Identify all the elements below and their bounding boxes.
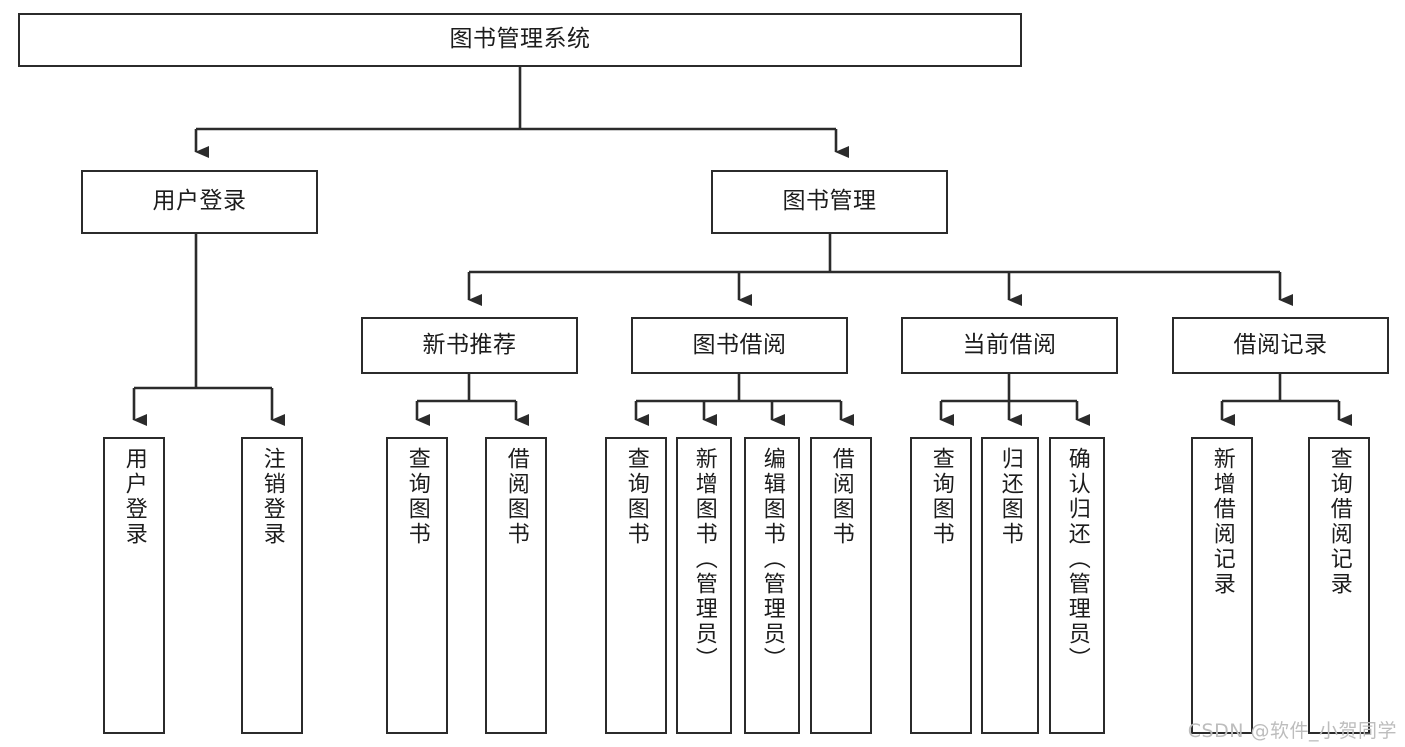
leaf-add-book-admin[interactable]: 新增图书（管理员） bbox=[676, 437, 732, 734]
leaf-borrow-book-recommend[interactable]: 借阅图书 bbox=[485, 437, 547, 734]
leaf-edit-book-admin-label: 编辑图书（管理员） bbox=[759, 447, 785, 672]
leaf-user-login-label: 用户登录 bbox=[121, 447, 147, 547]
leaf-borrow-book-recommend-label: 借阅图书 bbox=[503, 447, 529, 547]
leaf-borrow-book[interactable]: 借阅图书 bbox=[810, 437, 872, 734]
leaf-add-borrow-record-label: 新增借阅记录 bbox=[1209, 447, 1235, 597]
node-new-book-recommend[interactable]: 新书推荐 bbox=[361, 317, 578, 374]
node-user-login[interactable]: 用户登录 bbox=[81, 170, 318, 234]
leaf-add-borrow-record[interactable]: 新增借阅记录 bbox=[1191, 437, 1253, 734]
leaf-confirm-return-admin-label: 确认归还（管理员） bbox=[1064, 447, 1090, 672]
leaf-user-login[interactable]: 用户登录 bbox=[103, 437, 165, 734]
node-root-system[interactable]: 图书管理系统 bbox=[18, 13, 1022, 67]
node-new-book-recommend-label: 新书推荐 bbox=[422, 331, 517, 358]
node-root-system-label: 图书管理系统 bbox=[449, 26, 591, 53]
leaf-return-book-label: 归还图书 bbox=[997, 447, 1023, 547]
leaf-confirm-return-admin[interactable]: 确认归还（管理员） bbox=[1049, 437, 1105, 734]
leaf-query-book-recommend[interactable]: 查询图书 bbox=[386, 437, 448, 734]
leaf-query-borrow-record[interactable]: 查询借阅记录 bbox=[1308, 437, 1370, 734]
node-book-borrow[interactable]: 图书借阅 bbox=[631, 317, 848, 374]
leaf-query-book-recommend-label: 查询图书 bbox=[404, 447, 430, 547]
node-borrow-record[interactable]: 借阅记录 bbox=[1172, 317, 1389, 374]
leaf-logout[interactable]: 注销登录 bbox=[241, 437, 303, 734]
leaf-edit-book-admin[interactable]: 编辑图书（管理员） bbox=[744, 437, 800, 734]
leaf-query-book-current-label: 查询图书 bbox=[928, 447, 954, 547]
node-book-management[interactable]: 图书管理 bbox=[711, 170, 948, 234]
node-user-login-label: 用户登录 bbox=[152, 188, 247, 215]
leaf-query-book-current[interactable]: 查询图书 bbox=[910, 437, 972, 734]
leaf-borrow-book-label: 借阅图书 bbox=[828, 447, 854, 547]
leaf-logout-label: 注销登录 bbox=[259, 447, 285, 547]
node-current-borrow[interactable]: 当前借阅 bbox=[901, 317, 1118, 374]
leaf-query-book-borrow[interactable]: 查询图书 bbox=[605, 437, 667, 734]
node-current-borrow-label: 当前借阅 bbox=[962, 331, 1057, 358]
leaf-add-book-admin-label: 新增图书（管理员） bbox=[691, 447, 717, 672]
csdn-watermark: CSDN @软件_小贺同学 bbox=[1187, 720, 1397, 742]
leaf-return-book[interactable]: 归还图书 bbox=[981, 437, 1039, 734]
node-book-borrow-label: 图书借阅 bbox=[692, 331, 787, 358]
node-book-management-label: 图书管理 bbox=[782, 188, 877, 215]
leaf-query-borrow-record-label: 查询借阅记录 bbox=[1326, 447, 1352, 597]
leaf-query-book-borrow-label: 查询图书 bbox=[623, 447, 649, 547]
node-borrow-record-label: 借阅记录 bbox=[1233, 331, 1328, 358]
